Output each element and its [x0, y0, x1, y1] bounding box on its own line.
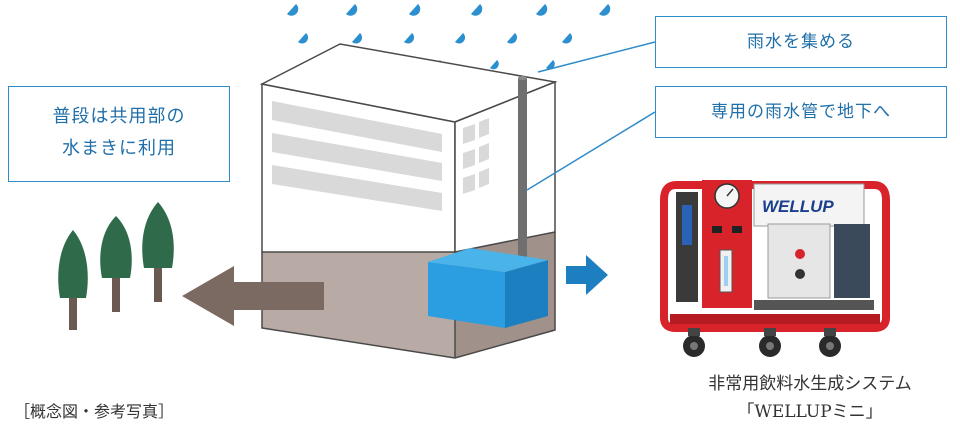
- wellup-machine: WELLUP: [660, 180, 890, 357]
- water-tank-front: [428, 262, 505, 328]
- trees: [58, 202, 174, 330]
- raindrop-icon: [287, 4, 299, 16]
- machine-brand-label: WELLUP: [762, 197, 834, 216]
- tree-icon: [58, 230, 88, 330]
- water-tank-top: [428, 248, 548, 272]
- side-window: [479, 168, 489, 188]
- window-band: [272, 165, 442, 211]
- raindrop-icon: [471, 4, 483, 16]
- caption-system-name: 非常用飲料水生成システム: [708, 374, 912, 394]
- raindrop-icon: [409, 4, 421, 16]
- raindrop-icon: [536, 4, 548, 16]
- caption-product-name: 「WELLUPミニ」: [737, 402, 883, 422]
- callout-daily-use-line2: 水まきに利用: [62, 138, 176, 159]
- raindrop-icon: [346, 4, 358, 16]
- callout-leader-pipe: [526, 111, 656, 191]
- building: [259, 43, 558, 359]
- callout-daily-use-line1: 普段は共用部の: [52, 106, 186, 127]
- raindrop-icon: [455, 33, 466, 44]
- raindrop-icon: [562, 33, 573, 44]
- callout-daily-use: 普段は共用部の 水まきに利用: [8, 86, 230, 182]
- side-window: [463, 174, 475, 194]
- window-band: [272, 133, 442, 181]
- raindrop-icon: [404, 33, 415, 44]
- raindrop-icon: [352, 33, 363, 44]
- arrow-right-icon: [566, 255, 608, 295]
- water-tank-side: [505, 260, 548, 328]
- callout-leader-rain: [537, 41, 656, 73]
- raindrop-icon: [298, 33, 309, 44]
- side-window: [463, 149, 475, 169]
- tree-icon: [100, 216, 132, 312]
- machine-control-box: [767, 223, 831, 299]
- raindrop-icon: [546, 60, 555, 70]
- side-window: [463, 124, 475, 144]
- raindrop-icon: [507, 33, 518, 44]
- raindrop-icon: [599, 4, 611, 16]
- side-window: [479, 143, 489, 163]
- raindrop-icon: [490, 60, 499, 70]
- ground-front: [262, 252, 455, 358]
- window-band: [272, 101, 442, 152]
- caption-concept: ［概念図・参考写真］: [14, 402, 175, 421]
- side-window: [479, 118, 489, 138]
- callout-pipe-underground: 専用の雨水管で地下へ: [655, 86, 947, 138]
- rain-pipe: [518, 78, 527, 264]
- callout-collect-rain: 雨水を集める: [655, 16, 947, 68]
- machine-frame: [660, 181, 890, 332]
- tree-icon: [142, 202, 174, 302]
- caption-product: 非常用飲料水生成システム 「WELLUPミニ」: [662, 370, 958, 426]
- arrow-left-icon: [182, 266, 324, 326]
- rain-pipe-top: [518, 76, 527, 80]
